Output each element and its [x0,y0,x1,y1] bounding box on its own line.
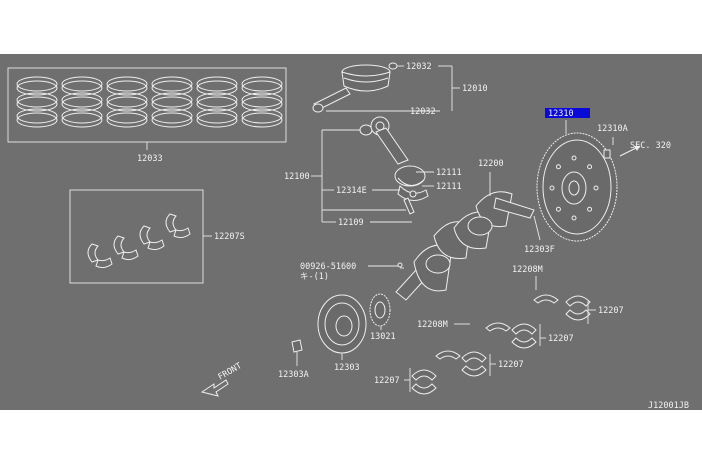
ring-stack [106,76,148,128]
label-sec-ref: SEC. 320 [630,141,671,151]
ring-stack [61,76,103,128]
label-conrod-assy: 12100 [284,172,310,182]
label-conrod-bolt: 12109 [338,218,364,228]
thrust-washer [485,322,511,332]
conrod-drawing [311,116,434,223]
label-piston-rings: 12033 [137,154,163,164]
label-nut: 12314E [336,186,367,196]
pulley-drawing [291,262,403,366]
main-bearing-shell [565,295,591,321]
front-arrow [200,379,229,397]
label-pulley: 12303 [334,363,360,373]
bearing-shell [139,225,165,251]
label-pilot-bushing: 12303F [524,245,555,255]
label-sprocket: 13021 [370,332,396,342]
piston-drawing [312,62,460,113]
bearing-shell [113,235,139,261]
label-bearing-upper: 12111 [436,168,462,178]
thrust-washer [435,350,461,360]
label-main-bearing-d: 12207 [374,376,400,386]
label-main-bearing-b: 12207 [548,334,574,344]
flywheel-label-highlight [545,108,590,118]
label-key-qty: キ-(1) [300,272,329,282]
label-crankshaft: 12200 [478,159,504,169]
label-flywheel-bolt: 12310A [597,124,628,134]
label-flywheel: 12310 [548,109,574,119]
label-key-part: 00926-51600 [300,262,356,272]
bearing-shell [165,213,191,239]
main-bearing-shell [461,351,487,377]
label-diagram-code: J12001JB [648,401,689,411]
label-main-bearing-a: 12207 [598,306,624,316]
ring-stack [241,76,283,128]
bearing-set-box [69,189,204,284]
main-bearing-shell [411,369,437,395]
ring-stack [16,76,58,128]
piston-rings-group [7,67,287,150]
label-bearing-lower: 12111 [436,182,462,192]
thrust-washer [533,294,559,304]
ring-stack [151,76,193,128]
ring-stack [196,76,238,128]
label-snap-ring-top: 12032 [406,62,432,72]
label-bearing-set: 12207S [214,232,245,242]
label-thrust-washer: 12208M [512,265,543,275]
label-main-bearing-thrust: 12208M [417,320,448,330]
bearing-shell [87,243,113,269]
label-main-bearing-c: 12207 [498,360,524,370]
main-bearing-shell [511,323,537,349]
main-bearings-drawing [404,276,596,395]
bearing-set-group [69,189,212,284]
flywheel-drawing [536,120,641,242]
crankshaft-drawing [395,172,541,301]
label-pulley-bolt: 12303A [278,370,309,380]
label-piston: 12010 [462,84,488,94]
label-snap-ring-bottom: 12032 [410,107,436,117]
